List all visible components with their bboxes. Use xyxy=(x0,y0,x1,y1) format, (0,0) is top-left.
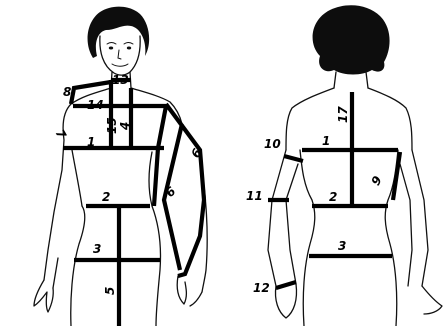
front-label-3: 3 xyxy=(93,242,101,256)
back-line-wrist-12 xyxy=(276,282,296,288)
back-label-12: 12 xyxy=(253,281,270,295)
front-label-14: 14 xyxy=(87,98,104,112)
front-line-neck-center-13 xyxy=(111,80,131,148)
back-hair xyxy=(313,5,390,74)
front-label-8: 8 xyxy=(63,85,71,99)
front-face xyxy=(100,36,140,75)
front-figure xyxy=(34,7,207,326)
front-label-5: 5 xyxy=(103,287,117,295)
front-label-4: 4 xyxy=(118,122,132,131)
back-label-1: 1 xyxy=(322,134,330,148)
back-figure xyxy=(268,5,442,326)
back-label-11: 11 xyxy=(246,189,263,203)
back-label-17: 17 xyxy=(336,106,350,123)
back-label-2: 2 xyxy=(329,190,337,204)
front-label-15: 15 xyxy=(105,117,119,134)
back-label-3: 3 xyxy=(338,239,346,253)
front-label-2: 2 xyxy=(102,190,110,204)
back-label-10: 10 xyxy=(264,137,281,151)
front-label-13: 13 xyxy=(112,73,129,87)
front-label-1: 1 xyxy=(87,135,95,149)
back-label-9: 9 xyxy=(368,174,384,188)
front-label-10: 7 xyxy=(53,127,70,142)
